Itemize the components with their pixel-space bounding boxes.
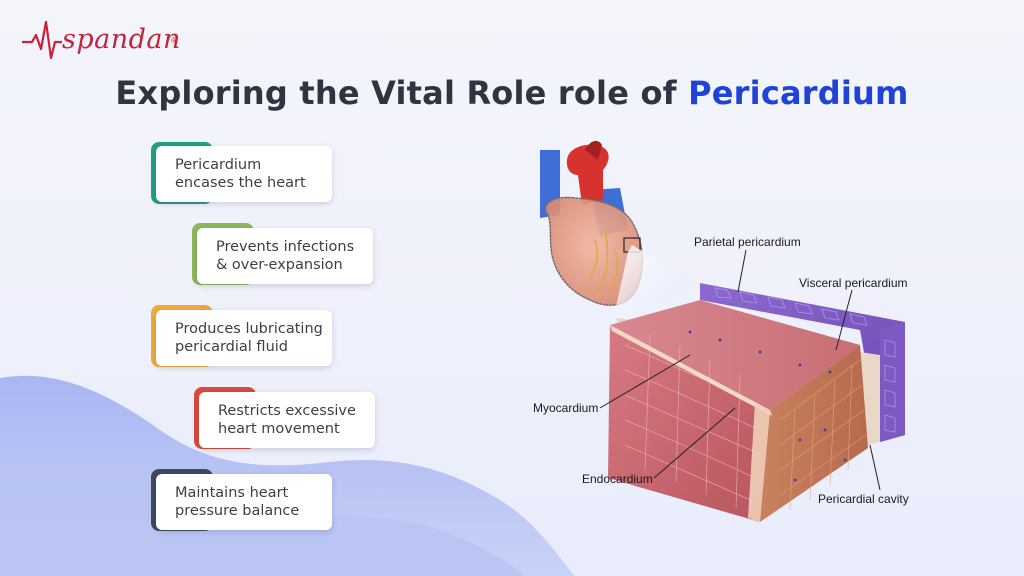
- zoom-beam: [612, 245, 700, 325]
- info-card: Pericardium encases the heart: [156, 146, 332, 202]
- card-line: Pericardium: [175, 157, 262, 173]
- card-line: pericardial fluid: [175, 339, 288, 355]
- label-parietal-pericardium: Parietal pericardium: [694, 235, 801, 249]
- info-card: Produces lubricating pericardial fluid: [156, 310, 332, 366]
- leader-lines: [599, 249, 881, 491]
- page-title: Exploring the Vital Role role of Pericar…: [0, 74, 1024, 112]
- label-visceral-pericardium: Visceral pericardium: [799, 276, 908, 290]
- title-prefix: Exploring the Vital Role role of: [115, 74, 689, 112]
- info-card: Prevents infections & over-expansion: [197, 228, 373, 284]
- card-line: pressure balance: [175, 503, 300, 519]
- parietal-layer: [700, 283, 905, 442]
- brand-logo-text[interactable]: spandan: [62, 24, 181, 55]
- label-pericardial-cavity: Pericardial cavity: [818, 492, 909, 506]
- card-line: Maintains heart: [175, 485, 289, 501]
- title-highlight: Pericardium: [688, 74, 909, 112]
- card-line: Produces lubricating: [175, 321, 323, 337]
- heart-illustration: [540, 140, 644, 306]
- ecg-logo-icon: [22, 20, 62, 60]
- card-line: heart movement: [218, 421, 340, 437]
- myocardium-block: [608, 300, 868, 522]
- label-endocardium: Endocardium: [582, 472, 653, 486]
- pericardium-diagram: [540, 140, 905, 522]
- card-line: Restricts excessive: [218, 403, 356, 419]
- card-line: & over-expansion: [216, 257, 343, 273]
- info-card: Restricts excessive heart movement: [199, 392, 375, 448]
- info-card: Maintains heart pressure balance: [156, 474, 332, 530]
- registered-mark: ®: [171, 36, 177, 45]
- card-line: encases the heart: [175, 175, 306, 191]
- label-myocardium: Myocardium: [533, 401, 599, 415]
- card-line: Prevents infections: [216, 239, 355, 255]
